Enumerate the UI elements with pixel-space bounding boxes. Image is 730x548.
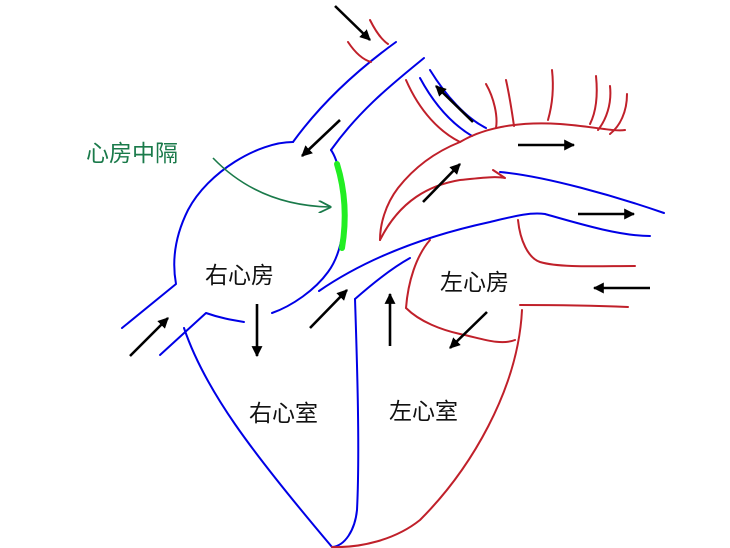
left-atrium-upper-wall <box>517 219 636 268</box>
atrial-septum <box>334 161 348 251</box>
arrow-left-atrium-to-ventricle-icon <box>449 311 488 349</box>
aortic-arch-blue-2 <box>429 69 487 129</box>
left-ventricle-outer-wall <box>331 309 523 548</box>
ascending-aorta <box>379 169 506 241</box>
right-heart-outline <box>121 41 665 548</box>
pulmonary-artery-branch <box>499 171 665 214</box>
left-atrium-pulmonary-vein <box>519 304 629 308</box>
aortic-arch-inner <box>379 79 461 241</box>
left-heart-outline <box>331 19 636 548</box>
septum-pointer-line <box>212 157 330 207</box>
label-atrial-septum: 心房中隔 <box>86 141 178 167</box>
label-right-atrium: 右心房 <box>205 263 274 289</box>
aortic-arch-blue-1 <box>419 77 473 137</box>
arch-branch-6 <box>609 93 628 135</box>
arrow-aorta-upward-icon <box>435 85 474 123</box>
superior-vena-cava-outer <box>292 41 397 143</box>
arch-branch-4 <box>589 75 598 125</box>
inferior-vena-cava-wall <box>159 312 245 356</box>
right-ventricle-outer-wall <box>183 327 333 548</box>
flow-arrows <box>129 5 650 358</box>
arrow-svc-to-right-atrium-icon <box>301 119 341 157</box>
svc-ring <box>347 19 389 63</box>
arch-branch-3 <box>547 69 554 121</box>
arrow-ascending-aorta-icon <box>422 163 461 203</box>
pulmonary-trunk-lower <box>318 212 651 292</box>
arrow-ivc-into-right-atrium-icon <box>129 317 169 357</box>
label-left-ventricle: 左心室 <box>389 399 458 425</box>
superior-vena-cava-inner <box>330 57 425 151</box>
arrow-into-pulmonary-trunk-icon <box>309 289 348 329</box>
right-atrium-inner-wall <box>271 149 345 314</box>
arch-branch-5 <box>597 85 612 131</box>
arch-branch-2 <box>505 79 515 127</box>
label-left-atrium: 左心房 <box>440 270 509 296</box>
label-right-ventricle: 右心室 <box>249 401 318 427</box>
left-atrium-lower-wall <box>405 307 516 344</box>
arch-branch-1 <box>485 83 498 129</box>
left-atrium-back-wall <box>405 239 431 309</box>
arrow-into-svc-icon <box>334 5 371 41</box>
right-atrium-wall <box>121 141 294 329</box>
pulmonary-trunk-upper <box>354 257 411 300</box>
interventricular-septum <box>331 298 360 548</box>
aortic-arch-outer <box>459 122 626 143</box>
